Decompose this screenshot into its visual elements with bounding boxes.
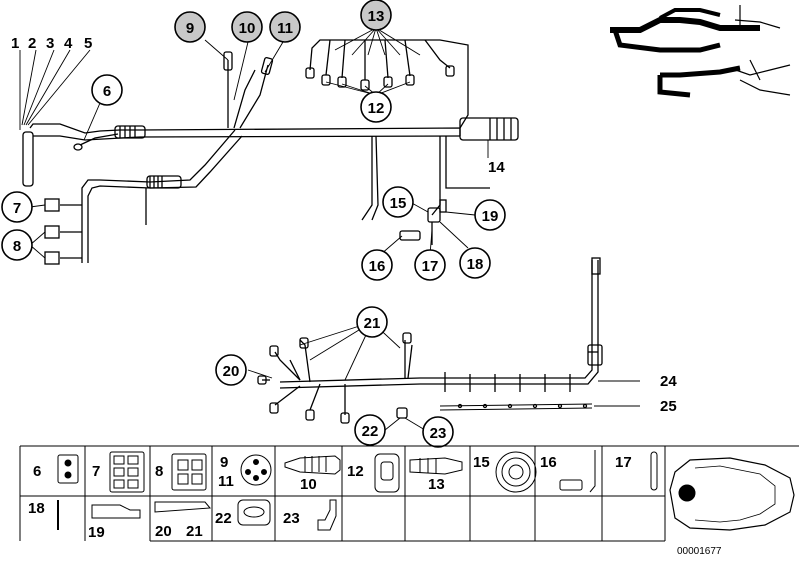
legend-label-23: 23 [283,510,300,527]
parts-legend-table [19,445,799,542]
legend-labels: 6 7 8 9 11 10 12 13 15 16 17 18 19 20 21… [28,454,632,541]
legend-label-18: 18 [28,500,45,517]
lower-harness [257,257,603,424]
callout-1: 1 [11,35,19,52]
main-harness [22,39,519,265]
legend-label-16: 16 [540,454,557,471]
callout-18: 18 [467,256,484,273]
leader-lines-top [19,27,489,259]
legend-label-6: 6 [33,463,41,480]
callout-11: 11 [277,20,293,37]
callout-4: 4 [64,35,73,52]
callout-20: 20 [223,363,240,380]
callout-9: 9 [186,20,194,37]
legend-label-15: 15 [473,454,490,471]
callout-8: 8 [13,238,21,255]
callout-15: 15 [390,195,407,212]
legend-icons [57,450,795,531]
legend-label-21: 21 [186,523,203,540]
legend-label-10: 10 [300,476,317,493]
callout-23: 23 [430,425,447,442]
legend-label-17: 17 [615,454,632,471]
legend-label-13: 13 [428,476,445,493]
callout-6: 6 [103,83,111,100]
callout-19: 19 [482,208,499,225]
callout-25: 25 [660,398,677,415]
part-number: 00001677 [677,546,722,557]
legend-label-20: 20 [155,523,172,540]
legend-label-19: 19 [88,524,105,541]
callout-7: 7 [13,200,21,217]
callout-10: 10 [239,20,256,37]
callout-13: 13 [368,8,385,25]
legend-label-7: 7 [92,463,100,480]
callout-5: 5 [84,35,92,52]
callout-21: 21 [364,315,381,332]
callout-22: 22 [362,423,379,440]
callout-17: 17 [422,258,439,275]
legend-label-22: 22 [215,510,232,527]
callouts: 1 2 3 4 5 6 9 10 11 13 12 14 7 8 15 19 1… [1,0,677,448]
legend-label-11: 11 [218,473,234,490]
legend-label-8: 8 [155,463,163,480]
legend-label-9: 9 [220,454,228,471]
callout-3: 3 [46,35,54,52]
callout-16: 16 [369,258,386,275]
callout-24: 24 [660,373,677,390]
harness-thumbnail [610,5,791,98]
callout-2: 2 [28,35,36,52]
callout-14: 14 [488,159,505,176]
legend-label-12: 12 [347,463,364,480]
callout-12: 12 [368,100,385,117]
